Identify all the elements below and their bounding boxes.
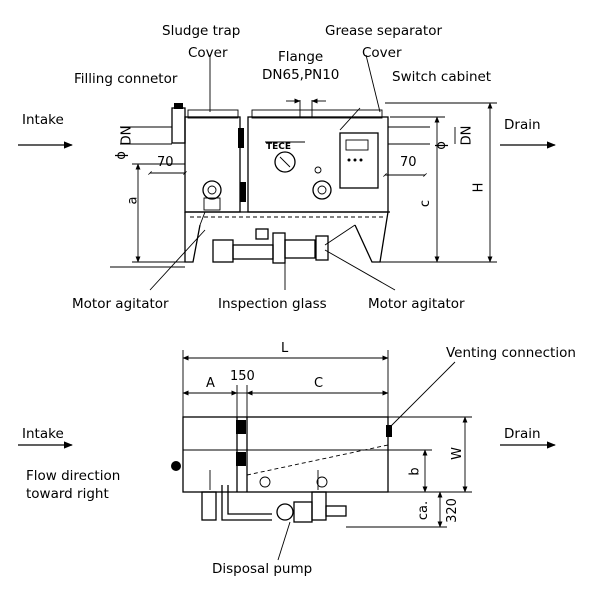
grease-separator-tank	[247, 116, 389, 213]
dim-W: W	[449, 447, 465, 460]
label-motor-agitator-left: Motor agitator	[72, 296, 169, 312]
label-intake-top: Intake	[22, 112, 64, 128]
label-flow-direction: Flow direction	[26, 468, 121, 484]
label-switch-cabinet: Switch cabinet	[392, 69, 492, 85]
front-view	[18, 54, 556, 291]
top-view-outline	[182, 416, 389, 493]
filling-connector	[171, 107, 186, 144]
disposal-pump-body	[276, 503, 294, 521]
label-cover-right: Cover	[362, 45, 402, 61]
label-sludge-trap: Sludge trap	[162, 23, 241, 39]
sludge-trap-cover	[187, 109, 239, 119]
dim-L: L	[281, 341, 289, 356]
dim-ca: ca.	[416, 500, 432, 521]
left-agitator-motor	[202, 180, 222, 200]
label-flange: Flange	[278, 49, 324, 65]
right-agitator-top	[311, 491, 327, 521]
dim-b: b	[407, 467, 423, 476]
grease-separator-cover	[251, 109, 383, 119]
dim-C: C	[314, 376, 324, 391]
dim-dn-left: DN	[119, 125, 135, 146]
label-drain-bottom: Drain	[504, 426, 541, 442]
top-view	[18, 350, 556, 561]
dim-150: 150	[230, 369, 255, 384]
dim-a: a	[125, 196, 141, 205]
dim-dn-right: DN	[459, 125, 475, 146]
dim-320: 320	[444, 498, 460, 523]
label-flow-direction-2: toward right	[26, 486, 109, 502]
switch-cabinet-box	[339, 132, 379, 189]
label-cover-left: Cover	[188, 45, 228, 61]
left-agitator-top	[201, 491, 217, 521]
label-inspection-glass: Inspection glass	[218, 296, 327, 312]
label-disposal-pump: Disposal pump	[212, 561, 313, 577]
label-motor-agitator-right: Motor agitator	[368, 296, 465, 312]
dim-c: c	[418, 199, 434, 208]
inspection-glass-disk	[274, 151, 296, 173]
dim-phi-left: ϕ	[113, 151, 129, 160]
pump-housing	[212, 239, 234, 263]
right-agitator-motor	[312, 180, 332, 200]
dim-phi-right: ϕ	[433, 141, 449, 150]
sludge-trap-leg	[184, 212, 201, 263]
dim-A: A	[206, 376, 215, 391]
label-filling-connector: Filling connetor	[74, 71, 178, 87]
label-venting-connection: Venting connection	[446, 345, 576, 361]
label-grease-separator: Grease separator	[325, 23, 443, 39]
dim-H: H	[471, 182, 487, 193]
label-intake-bottom: Intake	[22, 426, 64, 442]
dim-70-right: 70	[400, 155, 417, 170]
brand-logo: TECE	[266, 142, 292, 152]
label-flange-spec: DN65,PN10	[262, 67, 340, 83]
dim-70-left: 70	[157, 155, 174, 170]
label-drain-top: Drain	[504, 117, 541, 133]
